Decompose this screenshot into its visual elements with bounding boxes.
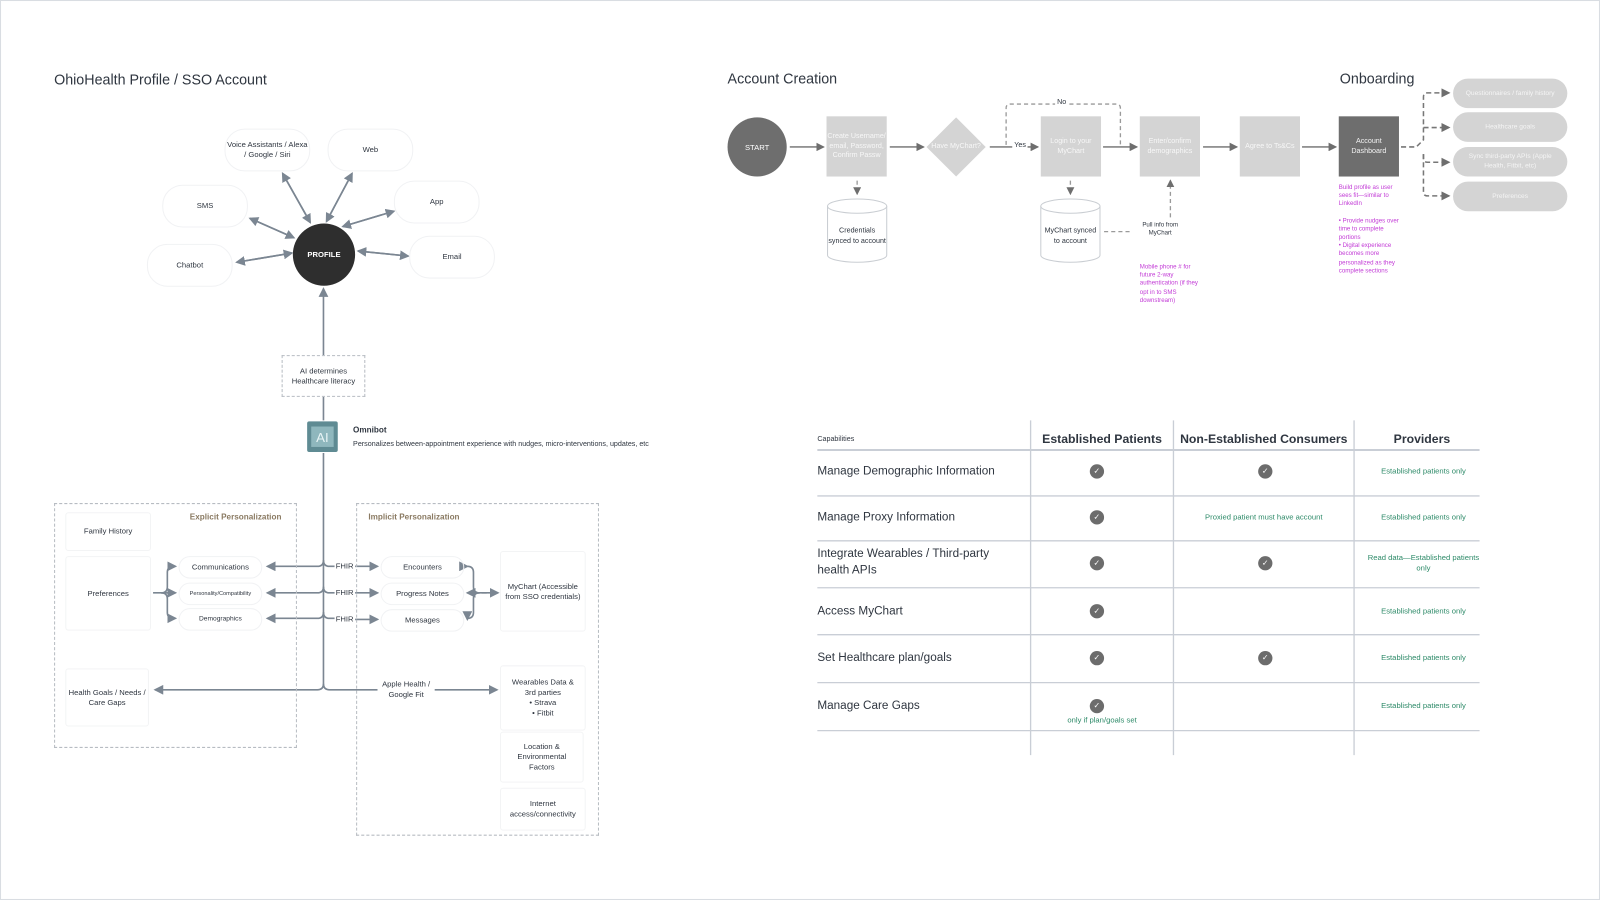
preferences-node: Preferences [65,556,152,631]
demographics-node: Demographics [178,608,263,631]
communications-node: Communications [178,556,263,579]
table-row-label: Manage Care Gaps [817,699,920,713]
channel-email: Email [409,235,495,279]
location-node: Location & Environmental Factors [499,731,584,783]
table-lines [817,420,1480,756]
providers-note: Established patients only [1381,653,1466,663]
credentials-database: Credentials synced to account [828,227,886,245]
check-icon: ✓ [1089,604,1105,619]
check-icon: ✓ [1258,556,1273,571]
channel-chatbot: Chatbot [146,243,233,287]
wearables-line: • Strava [529,697,557,708]
fhir-label: FHIR [334,614,355,624]
check-icon: ✓ [1089,651,1105,666]
implicit-personalization-group [356,503,599,836]
flow-dashed [853,103,1175,233]
table-row-label: Manage Demographic Information [817,465,995,478]
wearables-line: • Fitbit [532,708,554,718]
table-header-non-established: Non-Established Consumers [1180,431,1348,446]
check-icon: ✓ [1258,464,1273,479]
channel-web: Web [327,128,414,172]
wearables-line: 3rd parties [524,687,561,697]
profile-node: PROFILE [292,223,356,286]
implicit-title: Implicit Personalization [368,512,460,522]
providers-note: Established patients only [1381,466,1466,476]
onboarding-branches [1401,88,1451,201]
omnibot-title: Omnibot [353,425,387,435]
cylinders [827,198,1101,263]
yes-label: Yes [1014,141,1026,149]
onboarding-option-questionnaires: Questionnaires / family history [1453,78,1568,109]
providers-note: Established patients only [1381,512,1466,522]
dashboard-note: Build profile as user sees fit—similar t… [1339,184,1400,276]
internet-node: Internet access/connectivity [499,787,586,831]
profile-arrows [153,172,500,695]
family-history-node: Family History [65,512,152,552]
table-header-established: Established Patients [1042,431,1162,446]
explicit-title: Explicit Personalization [189,512,282,522]
login-mychart-step: Login to your MyChart [1040,116,1102,177]
fhir-label: FHIR [334,587,355,597]
table-row-label: Access MyChart [817,605,903,618]
omnibot-description: Personalizes between-appointment experie… [353,440,649,448]
ai-literacy-box: AI determines Healthcare literacy [281,355,366,397]
check-icon: ✓ [1089,510,1105,525]
profile-section-title: OhioHealth Profile / SSO Account [54,71,267,88]
table-row-label: Set Healthcare plan/goals [817,652,952,665]
check-icon: ✓ [1089,464,1105,479]
mychart-database: MyChart synced to account [1044,227,1097,245]
mychart-node: MyChart (Accessible from SSO credentials… [499,551,586,632]
onboarding-option-goals: Healthcare goals [1453,112,1568,142]
create-account-step: Create Username/ email, Password, Confir… [826,116,887,177]
progress-notes-node: Progress Notes [380,582,465,606]
account-dashboard-node: Account Dashboard [1338,116,1399,177]
enter-demographics-step: Enter/confirm demographics [1139,116,1200,177]
fhir-label: FHIR [334,561,355,571]
onboarding-option-preferences: Preferences [1453,181,1568,212]
wearables-node: Wearables Data & 3rd parties • Strava • … [499,665,586,731]
channel-sms: SMS [162,184,248,228]
table-row-label: Manage Proxy Information [817,511,955,524]
health-goals-node: Health Goals / Needs / Care Gaps [65,668,149,727]
providers-note: Established patients only [1381,606,1466,616]
check-icon: ✓ [1258,651,1273,666]
no-label: No [1057,98,1067,107]
account-creation-title: Account Creation [727,70,838,87]
ai-chip-label: AI [311,426,334,447]
table-header-capabilities: Capabilities [817,435,855,443]
apple-health-label: Apple Health / Google Fit [377,679,435,700]
onboarding-option-sync-apis: Sync third-party APIs (Apple Health, Fit… [1453,146,1568,177]
wearables-line: Wearables Data & [511,677,574,687]
messages-node: Messages [380,609,465,632]
established-note: only if plan/goals set [1067,715,1137,725]
mobile-phone-note: Mobile phone # for future 2-way authenti… [1139,264,1198,304]
check-icon: ✓ [1089,698,1105,714]
personality-node: Personality/Compatibility [178,582,263,606]
ai-chip-icon: AI [307,421,338,453]
channel-voice-assistants: Voice Assistants / Alexa / Google / Siri [224,128,311,172]
table-header-providers: Providers [1393,431,1451,446]
providers-note: Read data—Established patients only [1367,553,1480,573]
dashboard-note-bullet: • Provide nudges over time to complete p… [1338,217,1399,241]
dashboard-note-text: Build profile as user sees fit—similar t… [1338,184,1393,208]
encounters-node: Encounters [380,556,465,579]
explicit-personalization-group [54,503,297,748]
check-icon: ✓ [1089,556,1105,571]
table-row-label: Integrate Wearables / Third-party health… [817,547,990,577]
onboarding-title: Onboarding [1339,70,1415,87]
pull-info-label: Pull info from MyChart [1134,221,1186,238]
have-mychart-decision: Have MyChart? [931,143,981,151]
agree-terms-step: Agree to Ts&Cs [1239,116,1300,177]
non-established-note: Proxied patient must have account [1205,512,1323,522]
channel-app: App [393,180,480,224]
providers-note: Established patients only [1381,701,1466,711]
start-node: START [727,117,787,177]
dashboard-note-bullet: • Digital experience becomes more person… [1338,243,1395,275]
